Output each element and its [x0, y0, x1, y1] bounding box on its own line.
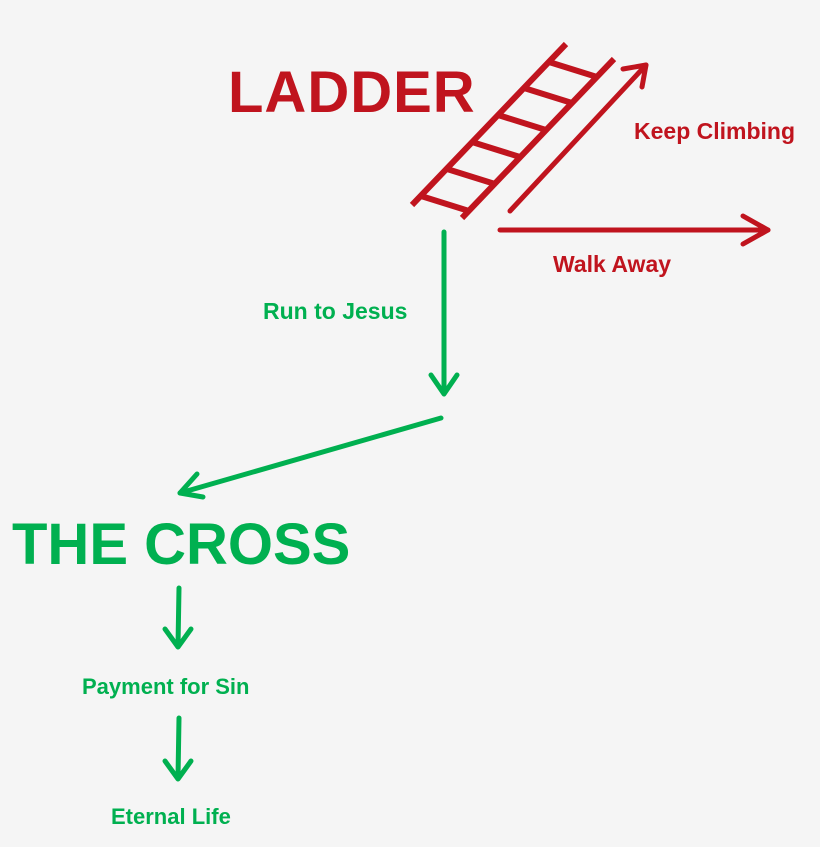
payment-to-eternal-arrow-icon: [162, 715, 194, 782]
ladder-title: LADDER: [228, 60, 476, 125]
ladder-icon: [409, 41, 617, 221]
to-cross-arrow-icon: [177, 415, 444, 500]
walk-away-arrow-icon: [497, 213, 771, 247]
keep-climbing-label: Keep Climbing: [634, 118, 796, 144]
ladder-rung: [523, 85, 573, 106]
ladder-rung: [471, 139, 521, 160]
run-to-jesus-label: Run to Jesus: [263, 298, 408, 324]
ladder-rung: [420, 193, 470, 214]
cross-to-payment-arrow-icon: [162, 585, 194, 650]
eternal-life-label: Eternal Life: [111, 804, 231, 829]
ladder-right-rail: [459, 56, 617, 221]
run-to-jesus-arrow-icon: [428, 229, 460, 397]
payment-for-sin-label: Payment for Sin: [82, 674, 250, 699]
cross-title: THE CROSS: [12, 512, 351, 577]
ladder-left-rail: [409, 41, 569, 208]
walk-away-label: Walk Away: [553, 251, 672, 277]
ladder-rung: [497, 112, 547, 133]
keep-climbing-arrow-icon: [507, 62, 649, 214]
ladder-rung: [446, 166, 496, 187]
ladder-rung: [548, 59, 598, 80]
